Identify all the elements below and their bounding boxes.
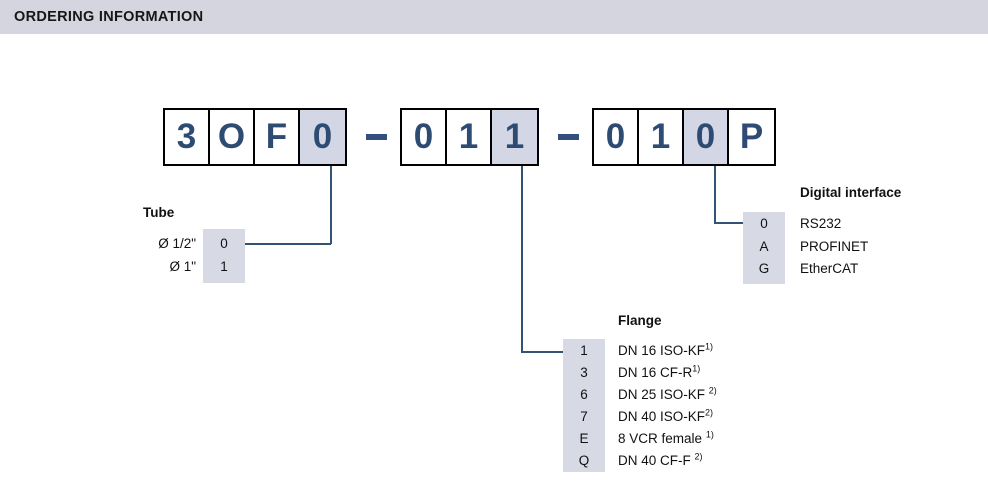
flange-option-desc: 8 VCR female 1) [618, 429, 714, 446]
flange-option-code[interactable]: 1 [580, 343, 588, 358]
flange-option-desc: DN 40 ISO-KF2) [618, 407, 714, 424]
flange-option-code[interactable]: E [579, 431, 589, 446]
page-title: ORDERING INFORMATION [14, 9, 204, 25]
connector-tube-vertical [330, 166, 332, 244]
flange-option-code[interactable]: 3 [580, 365, 588, 380]
order-code-group-2: 0 1 1 [400, 108, 539, 166]
order-code-cell[interactable]: F [255, 110, 300, 164]
order-code-group-1: 3 O F 0 [163, 108, 347, 166]
flange-option-desc-text: DN 16 ISO-KF [618, 343, 706, 358]
digital-interface-option-code[interactable]: 0 [760, 216, 768, 231]
digital-interface-option-code[interactable]: G [758, 261, 770, 276]
flange-option-desc-text: 8 VCR female [618, 431, 703, 446]
flange-code-column [563, 339, 605, 472]
flange-option-desc: DN 40 CF-F 2) [618, 451, 703, 468]
order-code-group-3: 0 1 0 P [592, 108, 776, 166]
flange-option-footnote: 1) [705, 429, 714, 440]
order-code-cell[interactable]: 0 [594, 110, 639, 164]
order-code-cell-highlighted-flange[interactable]: 1 [492, 110, 537, 164]
connector-flange-vertical [521, 166, 523, 352]
digital-interface-section-title: Digital interface [800, 185, 902, 200]
tube-option-code[interactable]: 1 [220, 259, 228, 274]
order-code-separator-dash [558, 134, 579, 140]
digital-interface-option-desc: EtherCAT [800, 261, 859, 276]
flange-option-footnote: 1) [705, 341, 714, 352]
flange-option-code[interactable]: 6 [580, 387, 588, 402]
connector-interface-horizontal [714, 222, 744, 224]
order-code-cell[interactable]: P [729, 110, 774, 164]
order-code-cell[interactable]: 1 [639, 110, 684, 164]
flange-option-footnote: 2) [694, 451, 703, 462]
connector-tube-horizontal [245, 243, 331, 245]
digital-interface-option-desc: PROFINET [800, 239, 869, 254]
flange-section-title: Flange [618, 313, 662, 328]
flange-option-code[interactable]: Q [578, 453, 590, 468]
flange-option-footnote: 2) [705, 407, 714, 418]
flange-option-footnote: 1) [692, 363, 701, 374]
flange-option-desc-text: DN 16 CF-R [618, 365, 693, 380]
digital-interface-option-code[interactable]: A [759, 239, 769, 254]
order-code-cell[interactable]: 1 [447, 110, 492, 164]
flange-option-desc-text: DN 40 ISO-KF [618, 409, 706, 424]
tube-option-code[interactable]: 0 [220, 236, 228, 251]
order-code-cell-highlighted-interface[interactable]: 0 [684, 110, 729, 164]
flange-option-desc: DN 16 ISO-KF1) [618, 341, 714, 358]
flange-option-desc: DN 25 ISO-KF 2) [618, 385, 717, 402]
connector-flange-horizontal [521, 351, 564, 353]
tube-code-column [203, 229, 245, 283]
order-code-cell[interactable]: 0 [402, 110, 447, 164]
tube-option-label: Ø 1/2" [158, 236, 196, 251]
order-code-cell[interactable]: O [210, 110, 255, 164]
order-code-cell-highlighted-tube[interactable]: 0 [300, 110, 345, 164]
connector-interface-vertical [714, 166, 716, 223]
flange-option-desc: DN 16 CF-R1) [618, 363, 701, 380]
flange-option-desc-text: DN 40 CF-F [618, 453, 691, 468]
digital-interface-option-desc: RS232 [800, 216, 842, 231]
order-code-separator-dash [366, 134, 387, 140]
header-bar [0, 0, 988, 34]
tube-section-title: Tube [143, 205, 175, 220]
flange-option-desc-text: DN 25 ISO-KF [618, 387, 706, 402]
order-code-cell[interactable]: 3 [165, 110, 210, 164]
flange-option-code[interactable]: 7 [580, 409, 588, 424]
digital-interface-code-column [743, 212, 785, 284]
flange-option-footnote: 2) [708, 385, 717, 396]
tube-option-label: Ø 1" [169, 259, 196, 274]
order-code-strip: 3 O F 0 0 1 1 0 1 0 P [0, 108, 988, 170]
